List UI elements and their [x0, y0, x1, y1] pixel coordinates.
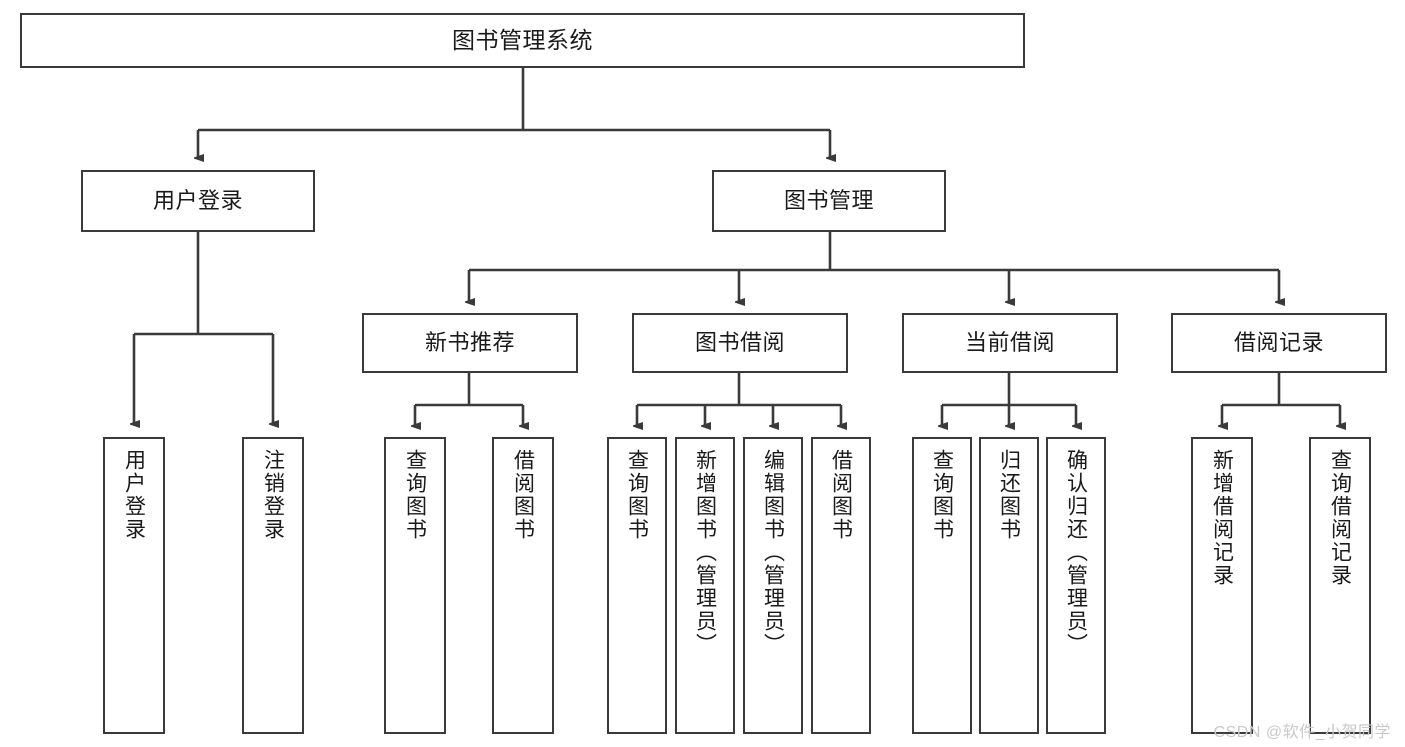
leaf-book-borrow-edit[interactable]: 编辑图书（管理员） — [743, 437, 803, 734]
node-book-borrow-label: 图书借阅 — [694, 329, 785, 355]
node-user-login-label: 用户登录 — [152, 187, 243, 213]
node-new-book-recommend[interactable]: 新书推荐 — [362, 313, 578, 373]
leaf-current-borrow-return-label: 归还图书 — [997, 449, 1021, 541]
node-book-management-label: 图书管理 — [783, 187, 874, 213]
node-new-book-recommend-label: 新书推荐 — [424, 329, 515, 355]
leaf-book-borrow-edit-label: 编辑图书（管理员） — [761, 449, 785, 656]
leaf-new-book-borrow[interactable]: 借阅图书 — [492, 437, 554, 734]
leaf-user-login-login[interactable]: 用户登录 — [103, 437, 165, 734]
node-current-borrow[interactable]: 当前借阅 — [902, 313, 1118, 373]
leaf-current-borrow-query[interactable]: 查询图书 — [912, 437, 972, 734]
leaf-borrow-record-add[interactable]: 新增借阅记录 — [1191, 437, 1253, 734]
leaf-book-borrow-borrow-label: 借阅图书 — [829, 449, 853, 541]
leaf-book-borrow-add-label: 新增图书（管理员） — [693, 449, 717, 656]
leaf-user-login-logout[interactable]: 注销登录 — [242, 437, 304, 734]
leaf-borrow-record-add-label: 新增借阅记录 — [1210, 449, 1234, 587]
node-current-borrow-label: 当前借阅 — [964, 329, 1055, 355]
leaf-book-borrow-borrow[interactable]: 借阅图书 — [811, 437, 871, 734]
leaf-current-borrow-return[interactable]: 归还图书 — [979, 437, 1039, 734]
node-user-login[interactable]: 用户登录 — [81, 170, 315, 232]
node-borrow-record[interactable]: 借阅记录 — [1171, 313, 1387, 373]
leaf-new-book-query[interactable]: 查询图书 — [384, 437, 446, 734]
leaf-borrow-record-query[interactable]: 查询借阅记录 — [1309, 437, 1371, 734]
leaf-new-book-borrow-label: 借阅图书 — [511, 449, 535, 541]
leaf-book-borrow-add[interactable]: 新增图书（管理员） — [675, 437, 735, 734]
leaf-new-book-query-label: 查询图书 — [403, 449, 427, 541]
leaf-current-borrow-confirm-label: 确认归还（管理员） — [1064, 449, 1088, 656]
watermark: CSDN @软件_小贺同学 — [1213, 724, 1391, 741]
leaf-book-borrow-query-label: 查询图书 — [625, 449, 649, 541]
leaf-borrow-record-query-label: 查询借阅记录 — [1328, 449, 1352, 587]
node-book-management[interactable]: 图书管理 — [712, 170, 946, 232]
leaf-current-borrow-query-label: 查询图书 — [930, 449, 954, 541]
leaf-user-login-logout-label: 注销登录 — [261, 449, 285, 541]
leaf-user-login-login-label: 用户登录 — [122, 449, 146, 541]
node-borrow-record-label: 借阅记录 — [1233, 329, 1324, 355]
leaf-book-borrow-query[interactable]: 查询图书 — [607, 437, 667, 734]
leaf-current-borrow-confirm[interactable]: 确认归还（管理员） — [1046, 437, 1106, 734]
node-root[interactable]: 图书管理系统 — [20, 13, 1025, 68]
node-root-label: 图书管理系统 — [452, 26, 593, 53]
node-book-borrow[interactable]: 图书借阅 — [632, 313, 848, 373]
